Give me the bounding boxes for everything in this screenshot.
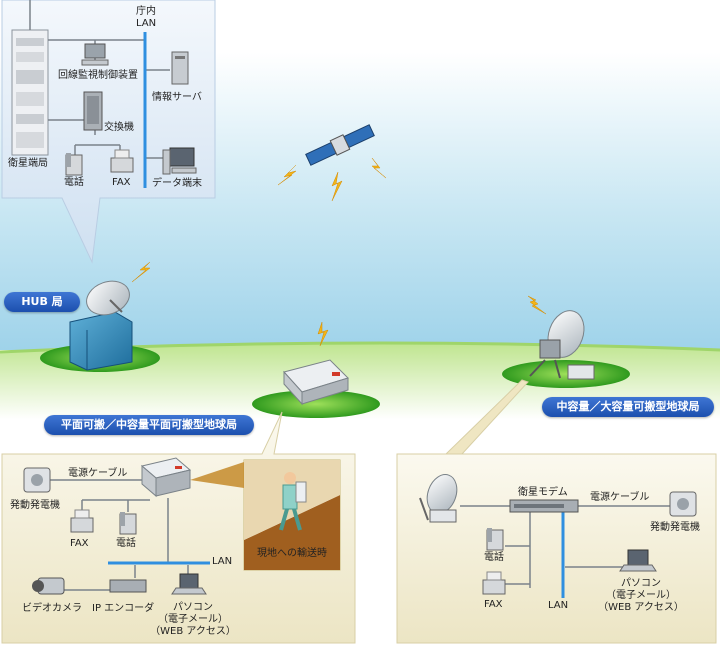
transport-inset (243, 459, 341, 571)
large-station-ground-pad (502, 360, 630, 388)
ip-encoder-icon (109, 579, 147, 593)
hub-building-icon (69, 311, 133, 371)
transport-label: 現地への輸送時 (257, 548, 327, 559)
info-server-icon (171, 51, 189, 85)
large-phone-label: 電話 (484, 552, 504, 563)
hub-station-label: HUB 局 (4, 292, 80, 312)
large-fax-icon (482, 571, 506, 595)
hub-fax-icon (110, 149, 134, 173)
flat-pc-icon (171, 573, 207, 595)
large-phone-icon (486, 528, 504, 551)
satellite-icon (305, 124, 375, 166)
office-lan-label: 庁内 LAN (135, 6, 157, 29)
large-lan-label: LAN (548, 600, 569, 611)
exchange-icon (83, 91, 103, 131)
line-monitor-label: 回線監視制御装置 (58, 70, 138, 81)
walking-person-icon (279, 472, 307, 531)
large-pc-icon (619, 549, 657, 572)
large-generator-label: 発動発電機 (650, 522, 700, 533)
exchange-label: 交換機 (104, 122, 134, 133)
flat-station-label: 平面可搬／中容量平面可搬型地球局 (44, 415, 254, 435)
flat-pc-label: パソコン （電子メール） （WEB アクセス） (150, 602, 236, 637)
video-camera-icon (32, 577, 65, 595)
hub-fax-label: FAX (112, 177, 131, 188)
large-power-cable-label: 電源ケーブル (590, 492, 650, 503)
satellite-terminal-label: 衛星端局 (8, 158, 48, 169)
flat-lan-label: LAN (212, 556, 233, 567)
flat-power-cable-label: 電源ケーブル (68, 468, 128, 479)
satellite-modem-label: 衛星モデム (518, 487, 568, 498)
flat-station-antenna-icon (283, 359, 349, 406)
transport-callout-arrow (190, 462, 244, 488)
hub-phone-icon (65, 153, 83, 176)
large-station-dish-icon (529, 310, 595, 380)
flat-station-ground-pad (252, 390, 380, 418)
ip-encoder-label: IP エンコーダ (92, 603, 155, 614)
satellite-terminal-rack (11, 29, 49, 156)
large-panel-dish-icon (419, 474, 458, 523)
flat-phone-icon (119, 512, 137, 535)
video-camera-label: ビデオカメラ (22, 603, 82, 614)
signal-bolts (131, 157, 547, 347)
hub-detail-panel (1, 0, 216, 264)
large-pc-label: パソコン （電子メール） （WEB アクセス） (598, 578, 684, 613)
satellite-modem-icon (509, 499, 579, 513)
large-station-label: 中容量／大容量可搬型地球局 (542, 397, 714, 417)
large-fax-label: FAX (484, 599, 503, 610)
data-terminal-label: データ端末 (152, 178, 202, 189)
data-terminal-icon (162, 147, 197, 175)
hub-dish-icon (86, 280, 130, 316)
hub-phone-label: 電話 (64, 177, 84, 188)
large-generator-icon (669, 491, 697, 517)
line-monitor-computer-icon (81, 43, 109, 66)
flat-fax-icon (70, 509, 94, 533)
info-server-label: 情報サーバ (152, 92, 202, 103)
flat-fax-label: FAX (70, 538, 89, 549)
flat-generator-icon (23, 467, 51, 493)
flat-phone-label: 電話 (116, 538, 136, 549)
flat-generator-label: 発動発電機 (10, 500, 60, 511)
flat-terminal-icon (140, 457, 192, 498)
